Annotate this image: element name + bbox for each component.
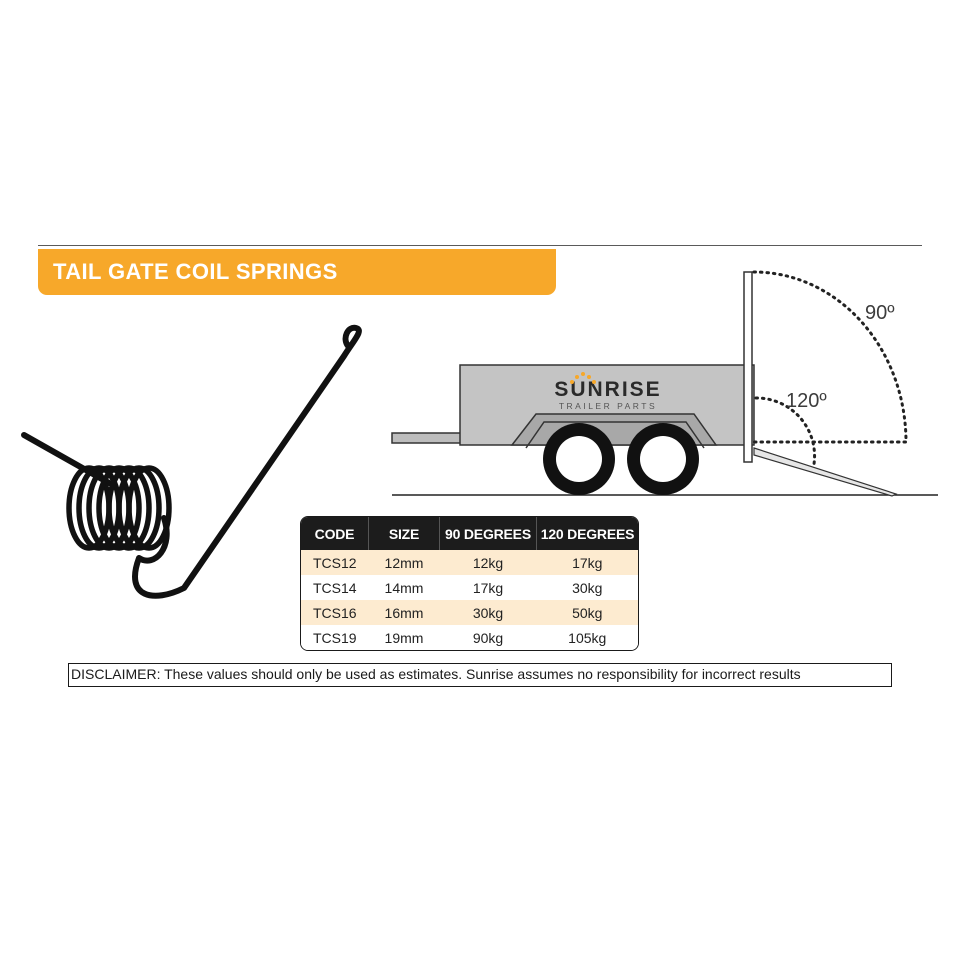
table-header-row: CODE SIZE 90 DEGREES 120 DEGREES [301,517,638,550]
table-row: TCS19 19mm 90kg 105kg [301,625,638,650]
sun-icon [570,372,596,384]
cell-120: 105kg [536,625,638,650]
cell-code: TCS19 [301,625,369,650]
angle-arc-120 [754,396,817,466]
angle-arc-90 [752,270,908,444]
table-row: TCS14 14mm 17kg 30kg [301,575,638,600]
cell-code: TCS14 [301,575,369,600]
trailer-wheel-front [543,423,615,495]
cell-90: 12kg [439,550,537,575]
disclaimer-box: DISCLAIMER: These values should only be … [68,663,892,687]
top-divider-line [38,245,922,246]
cell-90: 30kg [439,600,537,625]
header-code: CODE [301,517,369,550]
spring-coil [66,465,172,551]
cell-code: TCS16 [301,600,369,625]
cell-120: 50kg [536,600,638,625]
header-90-degrees: 90 DEGREES [439,517,537,550]
page-title: TAIL GATE COIL SPRINGS [53,259,338,284]
title-banner: TAIL GATE COIL SPRINGS [38,249,556,295]
angle-label-120: 120º [786,390,827,412]
cell-code: TCS12 [301,550,369,575]
spring-arm-hook [132,324,362,599]
cell-size: 16mm [368,600,440,625]
table-row: TCS16 16mm 30kg 50kg [301,600,638,625]
cell-120: 17kg [536,550,638,575]
logo-tagline: TRAILER PARTS [559,401,657,411]
trailer-diagram: SUNRISE TRAILER PARTS [391,270,938,497]
cell-90: 17kg [439,575,537,600]
cell-size: 14mm [368,575,440,600]
coil-spring-illustration [21,324,362,599]
tail-gate-upright [743,271,753,463]
tail-gate-open [753,447,898,497]
cell-size: 12mm [368,550,440,575]
mudguard-inner-line [525,421,705,449]
header-120-degrees: 120 DEGREES [536,517,638,550]
angle-label-90: 90º [865,302,895,324]
trailer-drawbar [391,432,463,444]
header-size: SIZE [368,517,440,550]
logo-wordmark: SUNRISE [554,378,661,401]
cell-90: 90kg [439,625,537,650]
cell-120: 30kg [536,575,638,600]
cell-size: 19mm [368,625,440,650]
table-row: TCS12 12mm 12kg 17kg [301,550,638,575]
spring-spec-table: CODE SIZE 90 DEGREES 120 DEGREES TCS12 1… [300,516,639,651]
trailer-wheel-rear [627,423,699,495]
